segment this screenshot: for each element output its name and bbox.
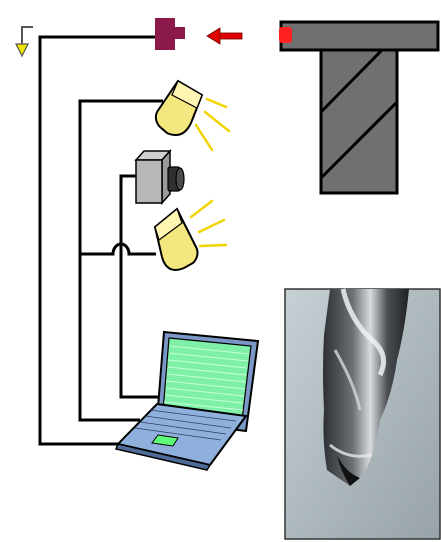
return-arrow-icon xyxy=(16,27,33,56)
proximity-sensor-icon xyxy=(155,18,185,50)
light-rays xyxy=(196,99,229,150)
camera-icon xyxy=(136,151,184,203)
end-mill-holder-icon xyxy=(279,22,438,193)
spotlight-upper xyxy=(156,81,229,150)
light-rays xyxy=(191,201,226,246)
end-mill-photo xyxy=(285,289,440,539)
left-arrow-icon xyxy=(207,28,242,44)
light-lower-wire xyxy=(80,244,156,254)
laptop-icon xyxy=(116,332,258,470)
spotlight-lower xyxy=(155,201,226,270)
spotlight-icon xyxy=(156,81,202,135)
camera-wire xyxy=(121,176,160,397)
wiring xyxy=(40,37,163,444)
sensor-wire xyxy=(40,37,155,444)
